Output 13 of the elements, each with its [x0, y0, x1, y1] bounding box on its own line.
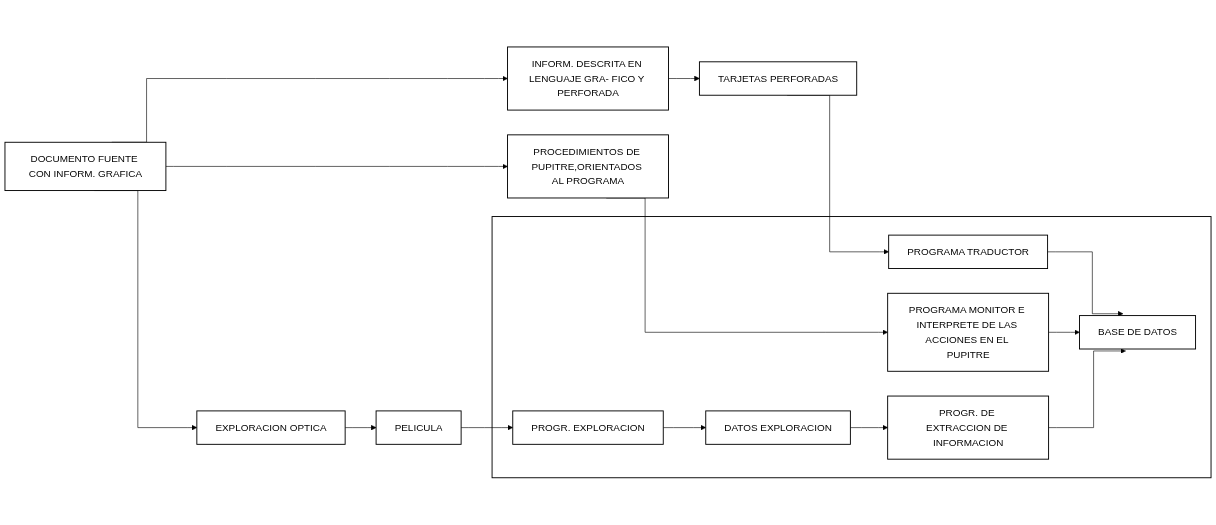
node-box — [705, 410, 851, 445]
node-box — [196, 410, 346, 445]
node-box — [698, 61, 858, 96]
node-box — [375, 410, 462, 445]
node-box — [888, 234, 1049, 270]
node-box — [887, 395, 1050, 460]
node-box — [512, 410, 664, 445]
node-box — [1079, 315, 1197, 350]
cluster — [491, 216, 1212, 479]
node-box — [887, 292, 1050, 372]
node-box — [4, 141, 167, 192]
node-box — [507, 46, 669, 111]
node-box — [507, 134, 669, 199]
